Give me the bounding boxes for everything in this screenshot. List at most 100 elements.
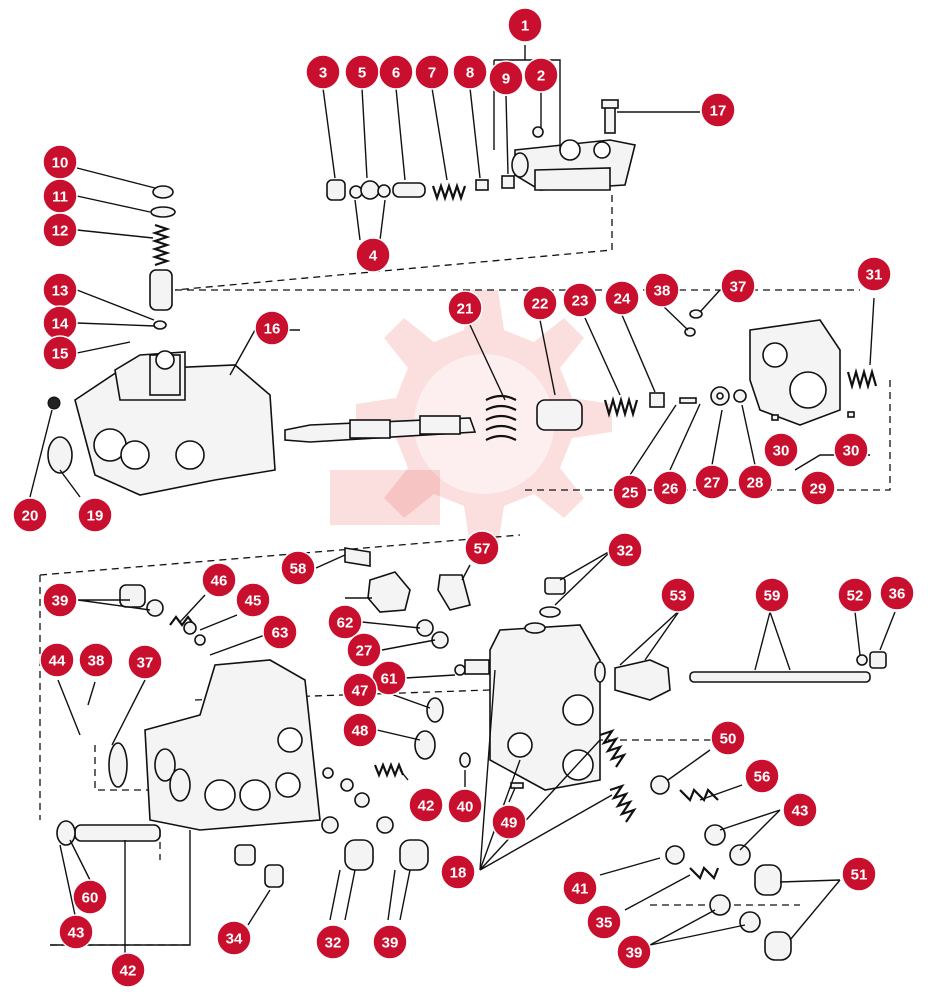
callout-63: 63 [262, 614, 298, 650]
callout-circle [39, 642, 75, 678]
callout-circle [754, 577, 790, 613]
callout-circle [216, 920, 252, 956]
callout-number: 27 [704, 475, 721, 492]
end-cap [684, 309, 878, 426]
callout-39: 39 [372, 924, 408, 960]
callout-circle [254, 310, 290, 346]
callout-number: 15 [52, 346, 69, 363]
callout-circle [522, 285, 558, 321]
callout-circle [879, 575, 915, 611]
callout-number: 57 [474, 541, 491, 558]
callout-62: 62 [327, 604, 363, 640]
callout-number: 40 [457, 799, 474, 816]
callout-circle [710, 720, 746, 756]
section-valve-body [344, 547, 887, 961]
callout-4: 4 [355, 237, 391, 273]
callout-circle [488, 60, 524, 96]
callout-52: 52 [837, 577, 873, 613]
callout-circle [491, 804, 527, 840]
callout-number: 27 [356, 643, 373, 660]
callout-circle [42, 582, 78, 618]
callout-number: 23 [572, 293, 589, 310]
callout-42: 42 [110, 952, 146, 988]
callout-5: 5 [344, 54, 380, 90]
callout-number: 48 [352, 723, 369, 740]
callout-number: 37 [730, 279, 747, 296]
callout-circle [562, 870, 598, 906]
callout-number: 13 [52, 283, 69, 300]
callout-circle [660, 577, 696, 613]
callout-circle [408, 787, 444, 823]
callout-number: 51 [851, 867, 868, 884]
callout-59: 59 [754, 577, 790, 613]
callout-number: 10 [52, 155, 69, 172]
callout-7: 7 [414, 54, 450, 90]
callout-37: 37 [720, 268, 756, 304]
callout-8: 8 [452, 54, 488, 90]
callout-number: 14 [52, 316, 69, 333]
callout-circle [262, 614, 298, 650]
callout-number: 63 [272, 625, 289, 642]
callout-number: 49 [501, 815, 518, 832]
callout-9: 9 [488, 60, 524, 96]
callout-17: 17 [700, 92, 736, 128]
spool-assembly [284, 386, 747, 443]
callout-number: 4 [369, 248, 378, 265]
callout-circle [72, 879, 108, 915]
callout-26: 26 [652, 470, 688, 506]
callout-number: 43 [792, 803, 809, 820]
callout-number: 30 [773, 443, 790, 460]
callout-circle [607, 532, 643, 568]
callout-15: 15 [42, 335, 78, 371]
callout-number: 21 [457, 301, 474, 318]
callout-12: 12 [42, 212, 78, 248]
callout-circle [562, 282, 598, 318]
callout-25: 25 [612, 474, 648, 510]
callout-number: 39 [52, 593, 69, 610]
callout-circle [586, 904, 622, 940]
callout-circle [452, 54, 488, 90]
callout-circle [507, 7, 543, 43]
callout-number: 62 [337, 615, 354, 632]
lower-valve-body [56, 584, 429, 888]
callout-circle [644, 272, 680, 308]
callout-number: 8 [466, 65, 474, 82]
callout-circle [447, 290, 483, 326]
callout-35: 35 [586, 904, 622, 940]
callout-number: 60 [82, 890, 99, 907]
callout-number: 18 [450, 865, 467, 882]
callout-number: 45 [245, 593, 262, 610]
callout-16: 16 [254, 310, 290, 346]
callout-number: 39 [626, 945, 643, 962]
callout-number: 11 [52, 189, 68, 206]
callout-number: 38 [654, 283, 671, 300]
callout-number: 52 [847, 588, 864, 605]
callout-number: 31 [866, 267, 883, 284]
callout-circle [447, 788, 483, 824]
callout-number: 38 [88, 653, 105, 670]
callout-number: 35 [596, 915, 613, 932]
callout-2: 2 [523, 57, 559, 93]
callout-number: 28 [747, 475, 764, 492]
callout-36: 36 [879, 575, 915, 611]
callout-number: 53 [670, 588, 687, 605]
callout-circle [77, 497, 113, 533]
callout-43: 43 [58, 914, 94, 950]
callout-number: 20 [22, 508, 39, 525]
callout-18: 18 [440, 854, 476, 890]
callout-number: 22 [532, 296, 549, 313]
callout-circle [42, 212, 78, 248]
callout-circle [127, 644, 163, 680]
callout-38: 38 [644, 272, 680, 308]
callout-21: 21 [447, 290, 483, 326]
callout-number: 58 [290, 561, 307, 578]
callout-circle [280, 550, 316, 586]
callout-circle [378, 54, 414, 90]
callout-number: 26 [662, 481, 679, 498]
callout-circle [414, 54, 450, 90]
main-valve-body [47, 185, 276, 496]
callout-number: 37 [137, 655, 154, 672]
callout-37: 37 [127, 644, 163, 680]
callout-48: 48 [342, 712, 378, 748]
